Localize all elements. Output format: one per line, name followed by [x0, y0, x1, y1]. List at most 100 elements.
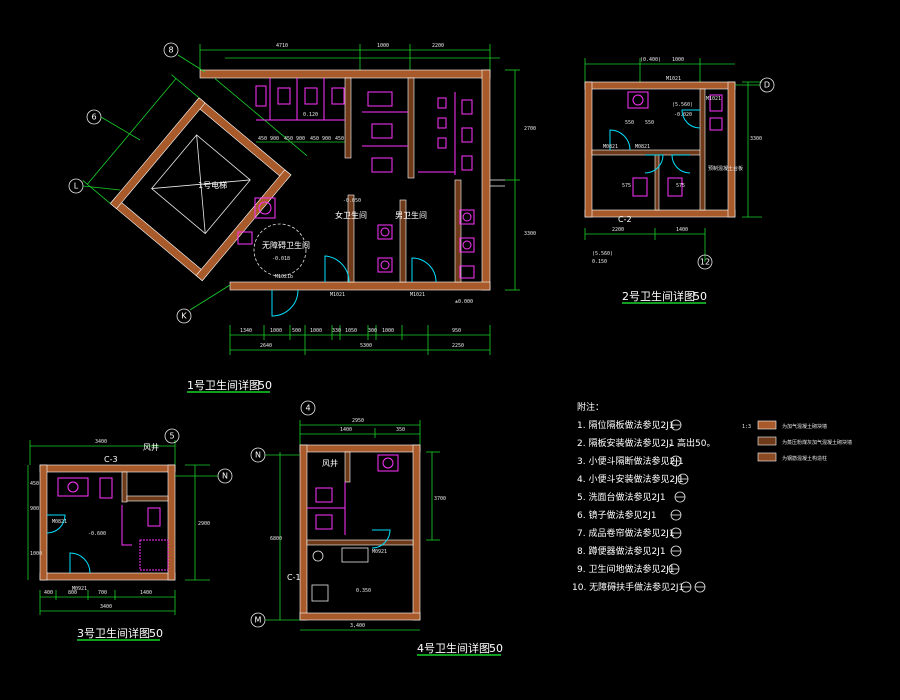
note-9: 9. 卫生间地做法参见2J1: [577, 563, 675, 575]
svg-text:3,400: 3,400: [350, 623, 365, 629]
note-2: 2. 隔板安装做法参见2J1: [577, 437, 675, 449]
legend-block: 1:3 为加气混凝土砌块墙 为蒸压粉煤灰加气混凝土砌块墙 为钢筋混凝土构造柱: [742, 420, 852, 462]
svg-text:1000: 1000: [270, 328, 282, 334]
legend-swatch-3: [757, 452, 777, 462]
axis-K: K: [181, 312, 187, 321]
axis-N-p4: N: [255, 451, 261, 460]
svg-text:1号卫生间详图: 1号卫生间详图: [187, 378, 260, 392]
svg-text:-0.020: -0.020: [674, 112, 692, 118]
plan-1: 4710 1000 2200: [68, 42, 536, 393]
plan3-left-wall: [39, 464, 48, 581]
plan1-washbasins: [237, 197, 475, 279]
plan1-partition-2: [407, 77, 415, 179]
plan-2: (0.400) 1000 (5.560) -0.020 550 550 575 …: [584, 57, 775, 304]
svg-text:550: 550: [645, 120, 654, 126]
plan2-bottom-wall: [584, 209, 736, 218]
plan4-section: C-1: [287, 573, 301, 582]
plan1-right-wall: [481, 69, 491, 291]
svg-text:900: 900: [270, 136, 279, 142]
plan3-fixtures: C-3 M0821 M0921 -0.600: [46, 455, 169, 592]
svg-text:2640: 2640: [260, 343, 272, 349]
plan3-bottom-wall: [39, 572, 176, 581]
plan4-left-wall: [299, 444, 308, 621]
note-3: 3. 小便斗隔断做法参见2J1: [577, 455, 684, 467]
plan2-fixtures: [609, 91, 723, 197]
svg-text:M1021: M1021: [666, 76, 681, 82]
svg-text:6800: 6800: [270, 536, 282, 542]
plan1-partition-1: [344, 77, 352, 159]
legend-item-2: 为蒸压粉煤灰加气混凝土砌块墙: [782, 439, 852, 446]
plan1-elev-zero: ±0.000: [455, 299, 473, 305]
axis-N-p3: N: [222, 472, 228, 481]
legend-item-3: 为钢筋混凝土构造柱: [782, 455, 827, 462]
notes-block: 附注： 1. 隔位隔板做法参见2J1 2. 隔板安装做法参见2J1 ，高出50。…: [572, 401, 715, 593]
plan3-title: 3号卫生间详图 50: [77, 626, 163, 641]
svg-text:3号卫生间详图: 3号卫生间详图: [77, 626, 150, 640]
svg-text:50: 50: [149, 627, 163, 640]
plan4-shaft-label: 风井: [322, 458, 338, 468]
svg-text:950: 950: [452, 328, 461, 334]
svg-text:1000: 1000: [310, 328, 322, 334]
plan2-dims-top: (0.400) 1000: [584, 57, 735, 82]
svg-text:400: 400: [44, 590, 53, 596]
svg-text:450: 450: [335, 136, 344, 142]
svg-text:550: 550: [625, 120, 634, 126]
svg-text:0.150: 0.150: [592, 259, 607, 265]
svg-text:3400: 3400: [95, 439, 107, 445]
svg-text:900: 900: [30, 506, 39, 512]
legend-item-1: 为加气混凝土砌块墙: [782, 423, 827, 430]
plan3-bottom-dims: 400 800 700 1400 3400: [39, 590, 176, 615]
svg-text:1000: 1000: [30, 551, 42, 557]
plan2-bottom-dims: 2200 1400 C-2 (5.560) 0.150: [584, 215, 706, 265]
note-6: 6. 镜子做法参见2J1: [577, 509, 657, 521]
note-reference-symbols: [668, 419, 706, 593]
svg-text:M0821: M0821: [603, 144, 618, 150]
plan1-partition-4: [399, 199, 407, 283]
plan4-fixtures: M0921 0.350: [307, 454, 399, 602]
svg-text:M1021: M1021: [410, 292, 425, 298]
legend-swatch-2: [757, 436, 777, 446]
plan1-top-dim-1: 4710: [276, 43, 288, 49]
svg-text:330: 330: [332, 328, 341, 334]
plan1-elevator-label: 1号电梯: [198, 180, 227, 190]
legend-swatch-1: [757, 420, 777, 430]
svg-text:2号卫生间详图: 2号卫生间详图: [622, 289, 695, 303]
svg-text:2200: 2200: [612, 227, 624, 233]
axis-5: 5: [169, 432, 174, 441]
svg-text:M0921: M0921: [372, 549, 387, 555]
plan2-mid-wall: [591, 149, 703, 156]
svg-text:800: 800: [68, 590, 77, 596]
axis-D: D: [764, 81, 770, 90]
plan3-shaft-label: 风井: [143, 442, 159, 452]
svg-text:M0921: M0921: [72, 586, 87, 592]
plan4-shaft-wall: [344, 451, 351, 483]
plan4-top-dims: 2950 350 1400: [299, 418, 421, 445]
note-2-suffix: ，高出50。: [668, 437, 715, 449]
plan2-top-wall: [584, 81, 736, 90]
svg-text:2950: 2950: [352, 418, 364, 424]
plan4-axis-bubbles: 4 N M: [250, 400, 316, 628]
note-8: 8. 蹲便器做法参见2J1: [577, 545, 666, 557]
svg-text:900: 900: [296, 136, 305, 142]
svg-text:1400: 1400: [340, 427, 352, 433]
plan1-top-dimension-chain: 4710 1000 2200: [199, 43, 500, 70]
plan2-stall-wall: [654, 154, 660, 211]
notes-heading: 附注：: [577, 401, 604, 413]
plan2-note: 预制混凝土台板: [708, 165, 743, 172]
svg-text:700: 700: [98, 590, 107, 596]
svg-text:2700: 2700: [524, 126, 536, 132]
plan2-section: C-2: [618, 215, 632, 224]
plan3-right-wall: [167, 464, 176, 581]
plan2-axis-bubbles: D 12: [697, 77, 775, 270]
svg-text:M0821: M0821: [52, 519, 67, 525]
plan1-title: 1号卫生间详图 50: [187, 378, 272, 393]
plan1-right-dims: 2700 3300: [490, 69, 536, 291]
note-7: 7. 成品卷帘做法参见2J1: [577, 527, 675, 539]
svg-text:575: 575: [676, 183, 685, 189]
plan1-male-room: 男卫生间: [395, 210, 427, 220]
plan3-axis-bubbles: 5 N: [164, 428, 233, 484]
plan-3: 3400 风井 C-3 M0821 M0921 -0.600: [27, 428, 233, 641]
svg-text:50: 50: [489, 642, 503, 655]
note-1: 1. 隔位隔板做法参见2J1: [577, 419, 675, 431]
